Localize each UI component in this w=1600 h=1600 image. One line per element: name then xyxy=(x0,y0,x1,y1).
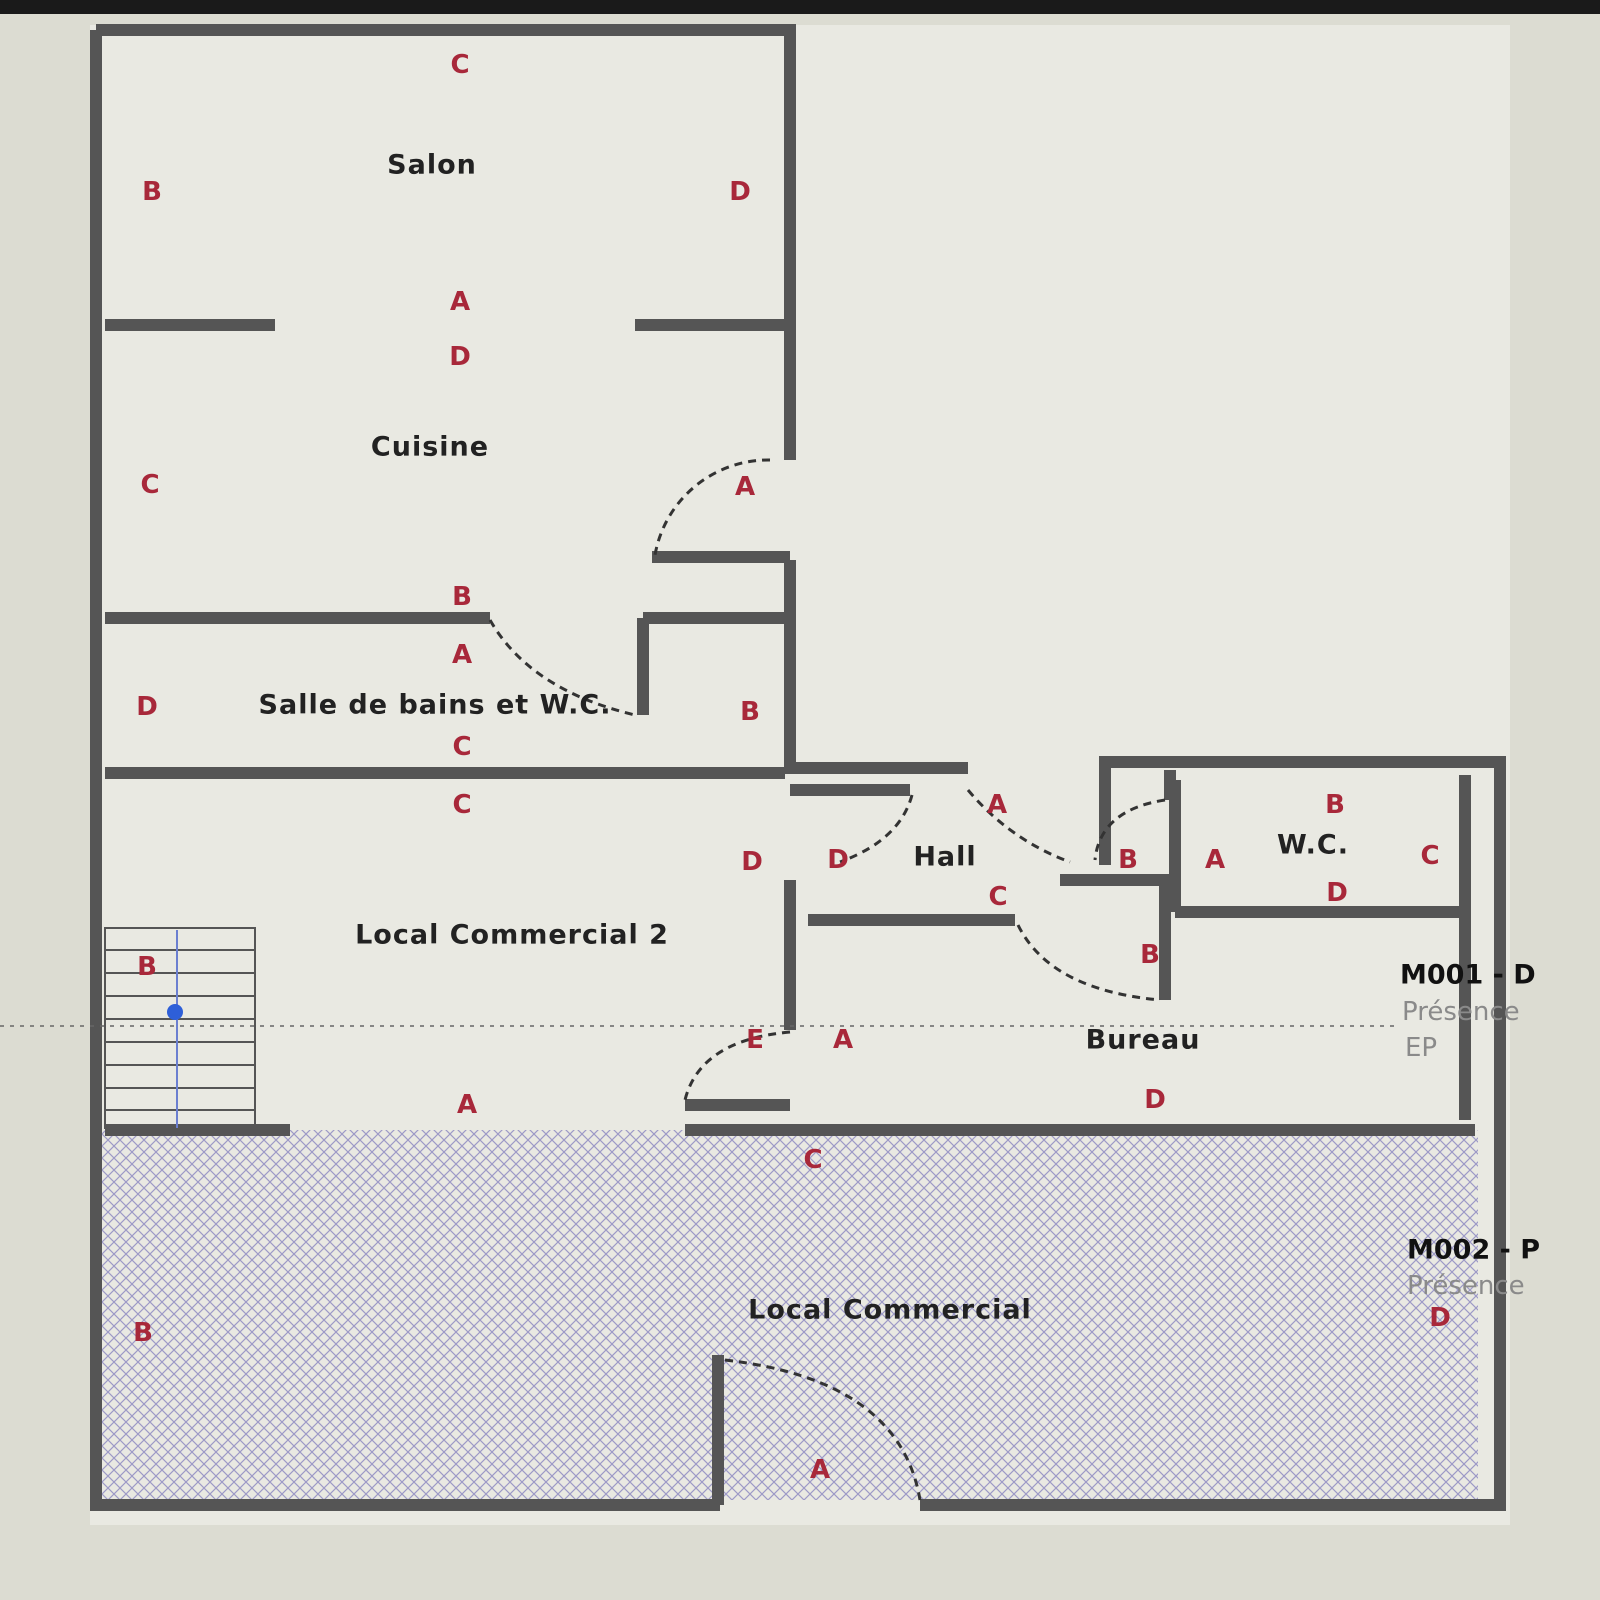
wall-label: A xyxy=(986,790,1008,820)
room-hall: Hall xyxy=(913,841,977,873)
wall-label: A xyxy=(1204,845,1226,875)
room-salle-de-bains: Salle de bains et W.C. xyxy=(258,689,612,721)
room-cuisine: Cuisine xyxy=(370,431,490,463)
wall-label: D xyxy=(729,177,751,207)
room-bureau: Bureau xyxy=(1085,1024,1201,1056)
wall-label: A xyxy=(809,1455,831,1485)
wall-label: E xyxy=(746,1025,764,1055)
local-commercial-hatch xyxy=(100,1130,1478,1500)
wall-label: B xyxy=(142,177,162,207)
wall-label: D xyxy=(136,692,158,722)
wall-label: D xyxy=(1429,1303,1451,1333)
wall-label: D xyxy=(1326,878,1348,908)
staircase xyxy=(104,927,256,1129)
wall-label: A xyxy=(734,472,756,502)
wall-label: C xyxy=(803,1145,823,1175)
wall-label: B xyxy=(740,697,760,727)
wall-label: D xyxy=(827,845,849,875)
wall-label: C xyxy=(450,50,470,80)
wall-label: C xyxy=(452,732,472,762)
wall-label: B xyxy=(1140,940,1160,970)
wall-label: A xyxy=(449,287,471,317)
wall-label: A xyxy=(832,1025,854,1055)
stair-arrow-icon xyxy=(167,1004,183,1020)
marker-m002-code[interactable]: M002 - P xyxy=(1407,1234,1541,1266)
door-swings xyxy=(488,458,1166,1501)
wall-label: B xyxy=(1118,845,1138,875)
wall-label: C xyxy=(1420,841,1440,871)
wall-label: B xyxy=(452,582,472,612)
wall-label: A xyxy=(456,1090,478,1120)
wall-label: B xyxy=(137,952,157,982)
wall-label: A xyxy=(451,640,473,670)
wall-label: D xyxy=(449,342,471,372)
marker-m002-status: Présence xyxy=(1407,1271,1525,1301)
wall-label: C xyxy=(452,790,472,820)
room-wc: W.C. xyxy=(1277,829,1349,861)
wall-label: B xyxy=(1325,790,1345,820)
wall-label: C xyxy=(140,470,160,500)
wall-label: D xyxy=(741,847,763,877)
walls xyxy=(90,24,1506,1511)
room-local-commercial-2: Local Commercial 2 xyxy=(355,919,669,951)
wall-label: D xyxy=(1144,1085,1166,1115)
room-local-commercial: Local Commercial xyxy=(748,1294,1032,1326)
marker-m001-code[interactable]: M001 - D xyxy=(1400,959,1536,991)
room-salon: Salon xyxy=(387,149,477,181)
marker-m001-sub: EP xyxy=(1405,1033,1438,1063)
wall-label: B xyxy=(133,1318,153,1348)
wall-label: C xyxy=(988,882,1008,912)
marker-m001-status: Présence xyxy=(1402,997,1520,1027)
screen-top-edge xyxy=(0,0,1600,14)
